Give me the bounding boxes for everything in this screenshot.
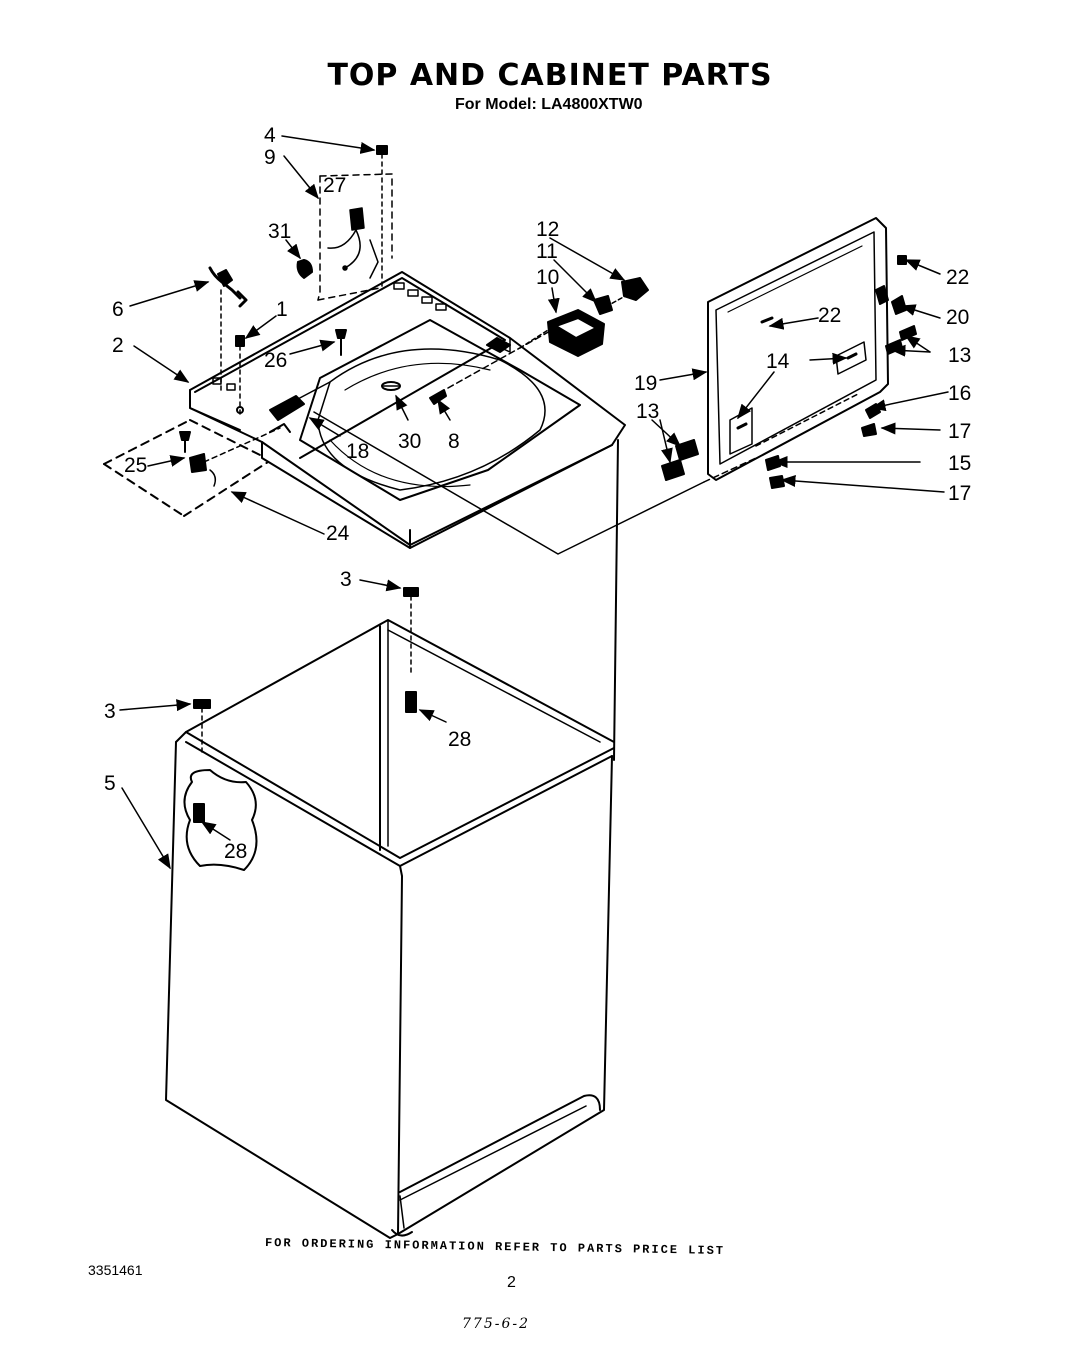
part-24-25-assembly — [103, 419, 291, 517]
callout-1: 1 — [276, 298, 288, 321]
callout-11: 11 — [536, 240, 558, 263]
callout-4: 4 — [264, 124, 276, 147]
lid-switch-assembly — [519, 277, 649, 357]
callout-27: 27 — [323, 174, 346, 197]
callout-9: 9 — [264, 146, 276, 169]
callout-13-right: 13 — [948, 344, 971, 367]
page-title: TOP AND CABINET PARTS — [327, 58, 773, 93]
part-18-pin — [269, 381, 331, 421]
callout-24: 24 — [326, 522, 350, 545]
part-1-screw — [235, 335, 245, 419]
screw-part-4 — [376, 145, 388, 291]
callout-19: 19 — [634, 372, 657, 395]
callout-15: 15 — [948, 452, 971, 475]
callout-22-top: 22 — [946, 266, 969, 289]
callout-26: 26 — [264, 349, 287, 372]
callout-leaders — [119, 135, 949, 870]
callout-16: 16 — [948, 382, 971, 405]
callout-6: 6 — [112, 298, 124, 321]
part-30-clip — [381, 381, 401, 391]
callout-17-bottom: 17 — [948, 482, 971, 505]
callout-10: 10 — [536, 266, 559, 289]
callout-25: 25 — [124, 454, 147, 477]
top-panel — [189, 271, 626, 549]
screw-part-3-right — [403, 587, 419, 677]
part-6-bracket — [208, 266, 248, 393]
callout-17-top: 17 — [948, 420, 971, 443]
part-31-clip — [296, 259, 313, 279]
callout-12: 12 — [536, 218, 559, 241]
callout-3-right: 3 — [340, 568, 352, 591]
callout-8: 8 — [448, 430, 460, 453]
callout-20: 20 — [946, 306, 969, 329]
callout-22-mid: 22 — [818, 304, 841, 327]
callout-18: 18 — [346, 440, 369, 463]
callout-2: 2 — [112, 334, 124, 357]
screw-part-28-left — [193, 803, 205, 823]
screw-part-3-left — [193, 699, 211, 753]
callout-14: 14 — [766, 350, 790, 373]
callout-3-left: 3 — [104, 700, 116, 723]
callout-30: 30 — [398, 430, 421, 453]
part-26-screw — [335, 329, 347, 356]
cabinet-body — [165, 619, 615, 1239]
callout-28-left: 28 — [224, 840, 247, 863]
callout-31: 31 — [268, 220, 291, 243]
document-number: 3351461 — [88, 1262, 143, 1278]
callout-5: 5 — [104, 772, 116, 795]
cabinet-edge-line — [613, 439, 619, 761]
wire-harness-box — [317, 173, 393, 301]
handwritten-note: 775-6-2 — [462, 1316, 530, 1332]
part-8-tab — [429, 389, 447, 405]
page-number: 2 — [507, 1274, 516, 1291]
callout-28-right: 28 — [448, 728, 471, 751]
callout-13-left: 13 — [636, 400, 659, 423]
callout-labels: 4 9 27 31 6 1 2 26 25 18 30 8 24 12 11 1… — [104, 124, 971, 863]
screw-part-28-right — [405, 691, 417, 713]
model-subtitle: For Model: LA4800XTW0 — [455, 96, 643, 113]
